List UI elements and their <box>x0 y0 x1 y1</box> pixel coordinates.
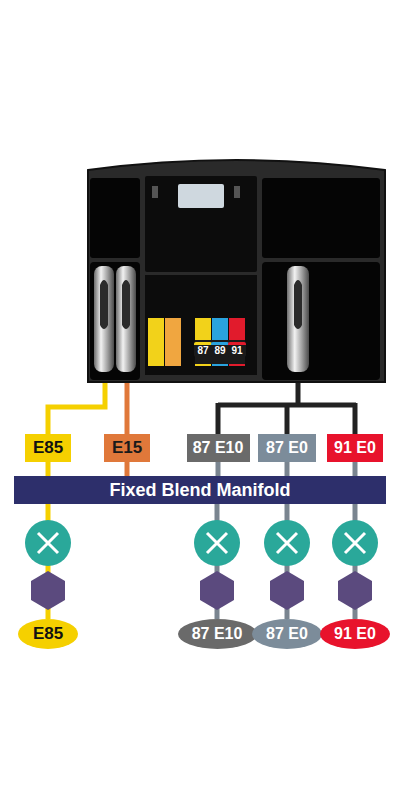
speaker <box>152 186 158 198</box>
supply-box: E15 <box>104 434 150 462</box>
nozzle <box>94 266 309 372</box>
center-panel <box>145 176 257 272</box>
node-label: 91 E0 <box>334 439 376 457</box>
grade-number: 89 <box>211 342 229 357</box>
display-screen <box>178 184 224 208</box>
node-label: 87 E10 <box>192 625 243 643</box>
meter-symbols <box>31 571 372 610</box>
grade-number: 87 <box>194 342 212 357</box>
grade-number: 91 <box>228 342 246 357</box>
outlet-oval: 87 E0 <box>252 619 322 649</box>
pipe-connector <box>46 462 51 476</box>
node-label: 91 E0 <box>334 625 376 643</box>
outlet-oval: 87 E10 <box>178 619 257 649</box>
node-label: E15 <box>112 438 142 458</box>
node-label: E85 <box>33 438 63 458</box>
grade-buttons <box>148 318 245 366</box>
hose-wires <box>48 380 356 434</box>
node-label: 87 E10 <box>193 439 244 457</box>
side-panel <box>262 178 380 258</box>
e85-wire <box>48 380 105 434</box>
pipe-connector <box>353 462 358 476</box>
e15-wire <box>125 380 130 434</box>
node-label: E85 <box>33 624 63 644</box>
dispenser-body <box>88 160 385 382</box>
pipe-connector <box>216 462 221 476</box>
valve-symbols <box>25 520 378 566</box>
pipe-connector <box>125 462 130 476</box>
nozzle-bay <box>90 262 140 380</box>
side-panel <box>90 178 140 258</box>
outlet-oval: E85 <box>18 619 78 649</box>
supply-box: 87 E10 <box>187 434 250 462</box>
speaker <box>234 186 240 198</box>
supply-box: E85 <box>25 434 71 462</box>
manifold-band: Fixed Blend Manifold <box>14 476 386 504</box>
node-label: 87 E0 <box>266 439 308 457</box>
outlet-oval: 91 E0 <box>320 619 390 649</box>
supply-box: 91 E0 <box>327 434 383 462</box>
node-label: Fixed Blend Manifold <box>109 480 290 501</box>
supply-box: 87 E0 <box>258 434 316 462</box>
node-label: 87 E0 <box>266 625 308 643</box>
pipe-connector <box>285 462 290 476</box>
gasoline-wire <box>218 380 356 434</box>
nozzle-bay <box>262 262 380 380</box>
center-panel <box>145 275 257 375</box>
